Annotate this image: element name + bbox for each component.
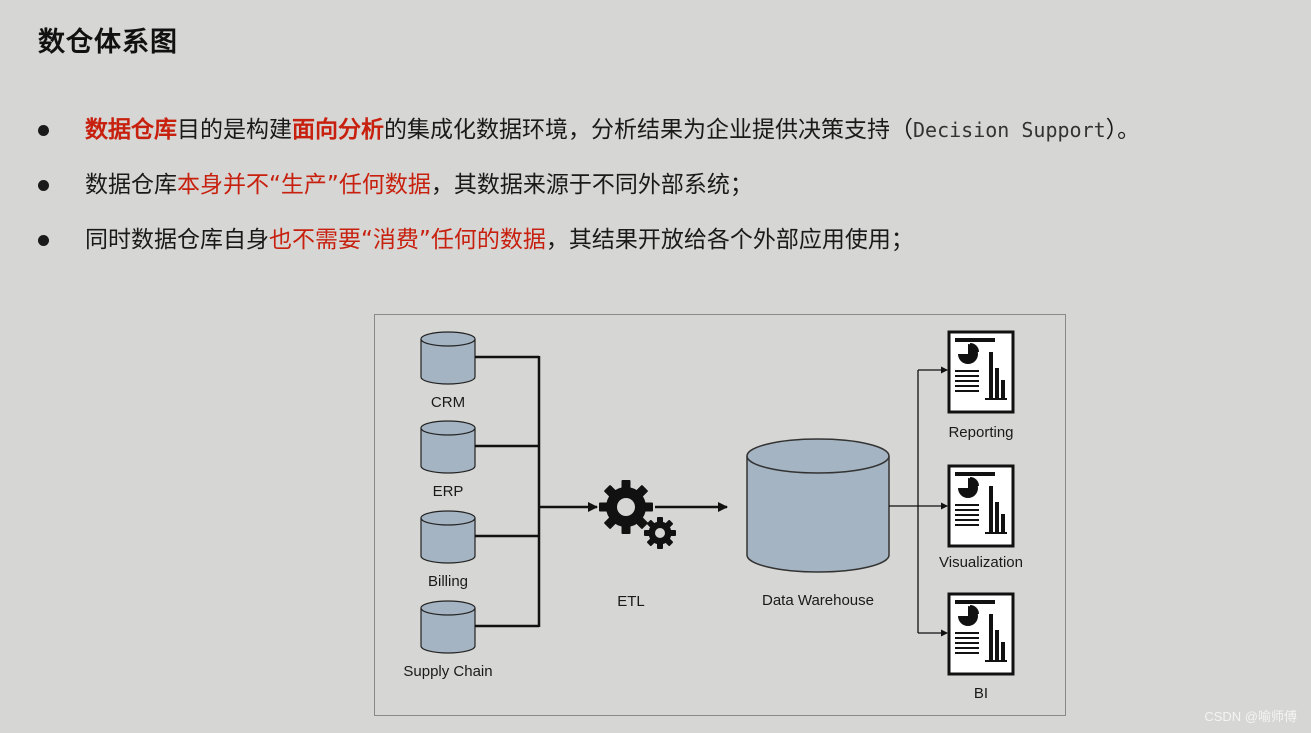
bullet-item-3: 同时数据仓库自身也不需要“消费”任何的数据，其结果开放给各个外部应用使用； [38, 222, 914, 258]
reporting-report-icon [947, 330, 1015, 414]
output-label-bi: BI [974, 685, 988, 702]
bullet-text: ，其数据来源于不同外部系统； [430, 172, 753, 198]
source-label-crm: CRM [431, 394, 465, 411]
source-crm-cylinder [420, 331, 476, 385]
bullet-text: 同时数据仓库自身 [85, 227, 269, 253]
bullet-text: 目的是构建 [177, 117, 292, 143]
data-warehouse-cylinder [746, 438, 890, 573]
diagram-svg: CRM ERP Billing Supply Chain [403, 330, 1023, 702]
source-label-supply-chain: Supply Chain [403, 663, 492, 680]
bullet-dot [38, 124, 49, 136]
bullet-dot [38, 179, 49, 191]
bullet-text: 面向分析 [292, 117, 384, 143]
source-connectors [475, 355, 598, 628]
output-connectors [889, 366, 948, 637]
bullet-text: ，其结果开放给各个外部应用使用； [545, 227, 914, 253]
csdn-watermark: CSDN @喻师傅 [1204, 709, 1297, 724]
bullet-text: 的集成化数据环境，分析结果为企业提供决策支持（ [384, 117, 913, 143]
bullet-item-2: 数据仓库本身并不“生产”任何数据，其数据来源于不同外部系统； [38, 167, 753, 203]
bullet-text: 数据仓库 [85, 172, 177, 198]
etl-gears-icon [599, 480, 676, 549]
etl-label: ETL [617, 593, 645, 610]
bullet-text: 数据仓库 [85, 117, 177, 143]
bullet-dot [38, 234, 49, 246]
source-label-erp: ERP [433, 483, 464, 500]
output-label-reporting: Reporting [948, 424, 1013, 441]
source-supply-chain-cylinder [420, 600, 476, 654]
bullet-text: ）。 [1105, 117, 1141, 143]
dw-architecture-diagram: CRM ERP Billing Supply Chain [374, 314, 1066, 716]
source-erp-cylinder [420, 420, 476, 474]
source-label-billing: Billing [428, 573, 468, 590]
bullet-text: 本身并不“生产”任何数据 [177, 172, 431, 198]
bullet-text: 也不需要“消费”任何的数据 [269, 227, 546, 253]
output-label-visualization: Visualization [939, 554, 1023, 571]
bi-report-icon [947, 592, 1015, 676]
bullet-item-1: 数据仓库目的是构建面向分析的集成化数据环境，分析结果为企业提供决策支持（Deci… [38, 112, 1140, 148]
bullet-text: Decision Support [913, 118, 1106, 142]
page-title: 数仓体系图 [38, 27, 178, 58]
warehouse-label: Data Warehouse [762, 592, 874, 609]
source-billing-cylinder [420, 510, 476, 564]
visualization-report-icon [947, 464, 1015, 548]
